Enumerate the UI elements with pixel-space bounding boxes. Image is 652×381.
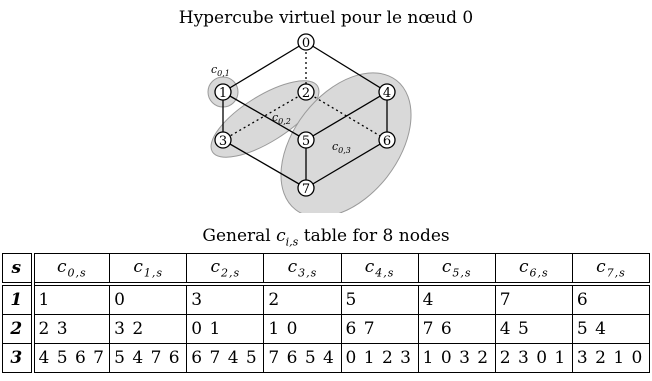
header-c3: c3,s [263, 253, 342, 285]
diagram-title: Hypercube virtuel pour le nœud 0 [178, 8, 474, 28]
table-cell: 1 0 3 2 [417, 343, 496, 373]
node-0: 0 [297, 33, 315, 51]
svg-text:5: 5 [302, 134, 310, 149]
svg-text:4: 4 [383, 86, 391, 101]
table-cell: 4 5 6 7 [31, 343, 111, 373]
table-cell: 6 [571, 282, 651, 315]
header-c2: c2,s [186, 253, 265, 285]
svg-text:0: 0 [302, 36, 310, 51]
svg-text:2: 2 [302, 86, 310, 101]
table-cell: 5 4 7 6 [109, 343, 188, 373]
table-row: 2 2 3 3 2 0 1 1 0 6 7 7 6 4 5 5 4 [2, 314, 651, 344]
svg-text:3: 3 [219, 134, 227, 149]
header-c6: c6,s [494, 253, 573, 285]
table-cell: 4 [417, 282, 496, 315]
row-s-value: 1 [2, 282, 35, 315]
node-3: 3 [214, 131, 232, 149]
table-cell: 2 3 [31, 314, 111, 344]
table-cell: 0 [109, 282, 188, 315]
group-c03-label: c0,3 [332, 140, 351, 155]
group-c02-label: c0,2 [272, 111, 291, 126]
table-cell: 1 [31, 282, 111, 315]
table-header-row: s c0,s c1,s c2,s c3,s c4,s c5,s c6,s c7,… [2, 253, 651, 285]
table-cell: 0 1 [186, 314, 265, 344]
node-6: 6 [378, 131, 396, 149]
row-s-value: 3 [2, 343, 35, 373]
node-2: 2 [297, 83, 315, 101]
table-row: 1 1 0 3 2 5 4 7 6 [2, 282, 651, 315]
table-cell: 7 6 5 4 [263, 343, 342, 373]
table-cell: 7 [494, 282, 573, 315]
table-cell: 4 5 [494, 314, 573, 344]
node-7: 7 [297, 179, 315, 197]
group-c01-label: c0,1 [211, 63, 230, 78]
header-s: s [2, 253, 35, 285]
table-cell: 5 4 [571, 314, 651, 344]
svg-text:6: 6 [383, 134, 391, 149]
table-cell: 3 [186, 282, 265, 315]
table-cell: 3 2 1 0 [571, 343, 651, 373]
header-c0: c0,s [31, 253, 111, 285]
table-cell: 5 [340, 282, 419, 315]
hypercube-diagram: 0 1 2 3 4 5 6 7 c0,1 c0,2 c0,3 [207, 33, 412, 213]
header-c5: c5,s [417, 253, 496, 285]
table-cell: 1 0 [263, 314, 342, 344]
table-cell: 6 7 [340, 314, 419, 344]
table-cell: 3 2 [109, 314, 188, 344]
cs-table: s c0,s c1,s c2,s c3,s c4,s c5,s c6,s c7,… [2, 253, 651, 373]
header-c1: c1,s [109, 253, 188, 285]
table-cell: 2 3 0 1 [494, 343, 573, 373]
table-cell: 0 1 2 3 [340, 343, 419, 373]
svg-text:7: 7 [302, 182, 310, 197]
table-title: General ci,s table for 8 nodes [202, 226, 450, 249]
node-1: 1 [214, 83, 232, 101]
group-c03-ellipse [280, 72, 412, 213]
table-cell: 2 [263, 282, 342, 315]
header-c7: c7,s [571, 253, 651, 285]
table-row: 3 4 5 6 7 5 4 7 6 6 7 4 5 7 6 5 4 0 1 2 … [2, 343, 651, 373]
table-cell: 7 6 [417, 314, 496, 344]
svg-text:1: 1 [219, 86, 227, 101]
row-s-value: 2 [2, 314, 35, 344]
node-4: 4 [378, 83, 396, 101]
table-cell: 6 7 4 5 [186, 343, 265, 373]
header-c4: c4,s [340, 253, 419, 285]
node-5: 5 [297, 131, 315, 149]
